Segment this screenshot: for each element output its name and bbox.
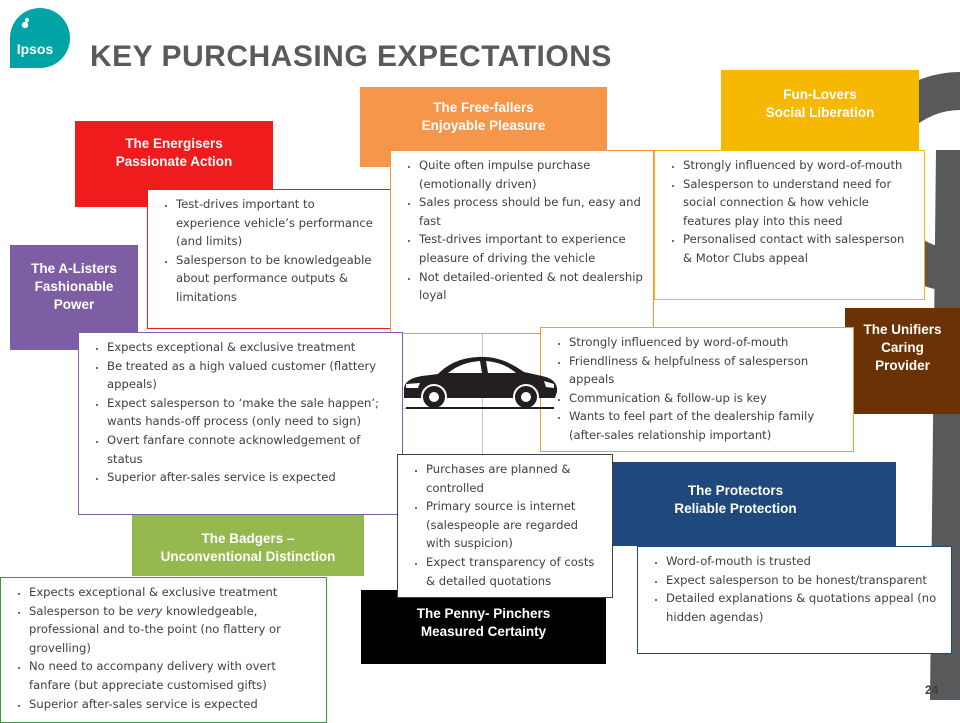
list-item: Communication & follow-up is key: [569, 389, 845, 408]
list-item: Superior after-sales service is expected: [107, 468, 394, 487]
list-item: Overt fanfare connote acknowledgement of…: [107, 431, 394, 468]
segment-header-a-listers: The A-Listers Fashionable Power: [10, 245, 138, 350]
segment-name: The Penny- Pinchers: [416, 606, 551, 621]
card-unifiers: Strongly influenced by word-of-mouth Fri…: [540, 327, 854, 452]
segment-name: The Unifiers: [863, 322, 942, 337]
list-item: Quite often impulse purchase (emotionall…: [419, 156, 645, 193]
card-fun-lovers: Strongly influenced by word-of-mouth Sal…: [654, 150, 925, 300]
list-item: Expects exceptional & exclusive treatmen…: [29, 583, 318, 602]
segment-name: The Energisers: [125, 136, 223, 151]
segment-name: The Free-fallers: [433, 100, 534, 115]
ipsos-logo: Ipsos: [10, 8, 70, 68]
car-icon: [400, 350, 560, 412]
segment-subtitle: Enjoyable Pleasure: [421, 118, 546, 133]
list-item: Salesperson to be knowledgeable about pe…: [176, 251, 382, 307]
list-item: Salesperson to be very knowledgeable, pr…: [29, 602, 318, 658]
segment-header-unifiers: The Unifiers Caring Provider: [845, 308, 960, 414]
list-item: Strongly influenced by word-of-mouth: [569, 333, 845, 352]
segment-name: Fun-Lovers: [783, 87, 857, 102]
segment-subtitle: Measured Certainty: [420, 624, 547, 639]
list-item: Expects exceptional & exclusive treatmen…: [107, 338, 394, 357]
segment-line2: Caring: [881, 340, 924, 355]
segment-header-penny-pinchers: The Penny- Pinchers Measured Certainty: [361, 590, 606, 664]
segment-name: The Badgers –: [201, 531, 295, 546]
card-a-listers: Expects exceptional & exclusive treatmen…: [78, 332, 403, 515]
list-item: Expect transparency of costs & detailed …: [426, 553, 604, 590]
segment-subtitle: Reliable Protection: [674, 501, 797, 516]
page-number: 24: [925, 683, 939, 697]
list-item: Test-drives important to experience vehi…: [176, 195, 382, 251]
card-protectors: Word-of-mouth is trusted Expect salesper…: [637, 546, 952, 654]
list-item: Detailed explanations & quotations appea…: [666, 589, 943, 626]
list-item-text: Salesperson to be: [29, 603, 137, 618]
segment-header-protectors: The Protectors Reliable Protection: [575, 462, 896, 546]
list-item: Test-drives important to experience plea…: [419, 230, 645, 267]
list-item: Salesperson to understand need for socia…: [683, 175, 916, 231]
list-item: Not detailed-oriented & not dealership l…: [419, 268, 645, 305]
segment-name: The A-Listers: [31, 260, 117, 276]
segment-line3: Provider: [875, 358, 930, 373]
list-item: Word-of-mouth is trusted: [666, 552, 943, 571]
segment-subtitle: Social Liberation: [765, 105, 875, 120]
emphasis-text: very: [136, 603, 163, 618]
list-item: Primary source is internet (salespeople …: [426, 497, 604, 553]
card-energisers: Test-drives important to experience vehi…: [147, 189, 391, 329]
list-item: Expect salesperson to ‘make the sale hap…: [107, 394, 394, 431]
segment-subtitle: Passionate Action: [115, 154, 233, 169]
list-item: Superior after-sales service is expected: [29, 695, 318, 714]
card-badgers: Expects exceptional & exclusive treatmen…: [0, 577, 327, 723]
segment-subtitle: Fashionable Power: [34, 278, 114, 312]
list-item: Sales process should be fun, easy and fa…: [419, 193, 645, 230]
list-item: Be treated as a high valued customer (fl…: [107, 357, 394, 394]
segment-name: The Protectors: [687, 483, 784, 498]
list-item-text: knowledgeable, professional and to-the p…: [29, 603, 281, 655]
segment-subtitle: Unconventional Distinction: [160, 549, 336, 564]
list-item: Purchases are planned & controlled: [426, 460, 604, 497]
list-item: Wants to feel part of the dealership fam…: [569, 407, 845, 444]
list-item: Personalised contact with salesperson & …: [683, 230, 916, 267]
list-item: Strongly influenced by word-of-mouth: [683, 156, 916, 175]
segment-header-fun-lovers: Fun-Lovers Social Liberation: [721, 70, 919, 154]
page-title: KEY PURCHASING EXPECTATIONS: [90, 40, 612, 73]
card-penny-pinchers: Purchases are planned & controlled Prima…: [397, 454, 613, 598]
list-item: Expect salesperson to be honest/transpar…: [666, 571, 943, 590]
logo-text: Ipsos: [16, 41, 54, 57]
list-item: No need to accompany delivery with overt…: [29, 657, 318, 694]
list-item: Friendliness & helpfulness of salesperso…: [569, 352, 845, 389]
card-free-fallers: Quite often impulse purchase (emotionall…: [390, 150, 654, 334]
